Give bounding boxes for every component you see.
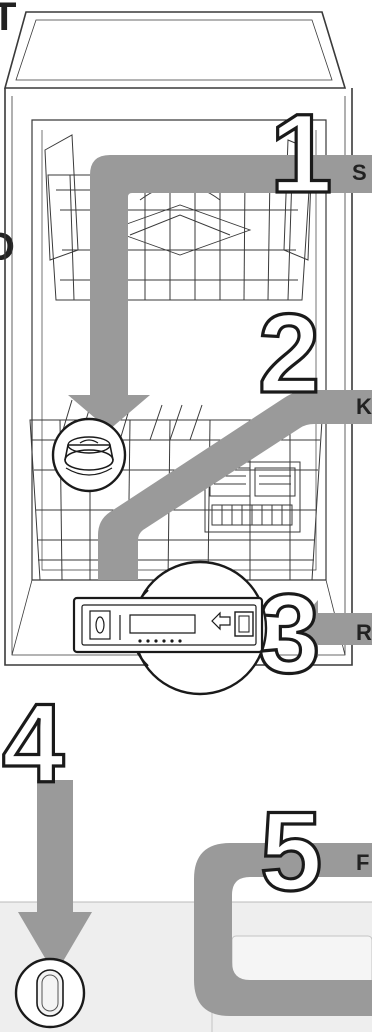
edge-glyph-mid: D xyxy=(0,225,15,269)
callout-2: 2 K xyxy=(98,291,372,580)
callout-5-label: F xyxy=(356,850,369,875)
callout-2-number: 2 xyxy=(258,291,320,416)
callout-2-label: K xyxy=(356,394,372,419)
callout-3: 3 R xyxy=(258,571,372,696)
callout-2-arrow xyxy=(98,390,372,580)
callout-3-number: 3 xyxy=(258,571,320,696)
callout-1-number: 1 xyxy=(270,91,332,216)
edge-glyph-top: T xyxy=(0,0,16,39)
power-button-icon[interactable] xyxy=(16,959,84,1027)
detergent-dispenser-icon xyxy=(74,562,266,694)
callout-5-number: 5 xyxy=(260,789,322,914)
callout-1-label: S xyxy=(352,160,367,185)
callout-3-label: R xyxy=(356,620,372,645)
salt-cap-icon xyxy=(53,419,125,491)
callout-4-number: 4 xyxy=(2,681,64,806)
